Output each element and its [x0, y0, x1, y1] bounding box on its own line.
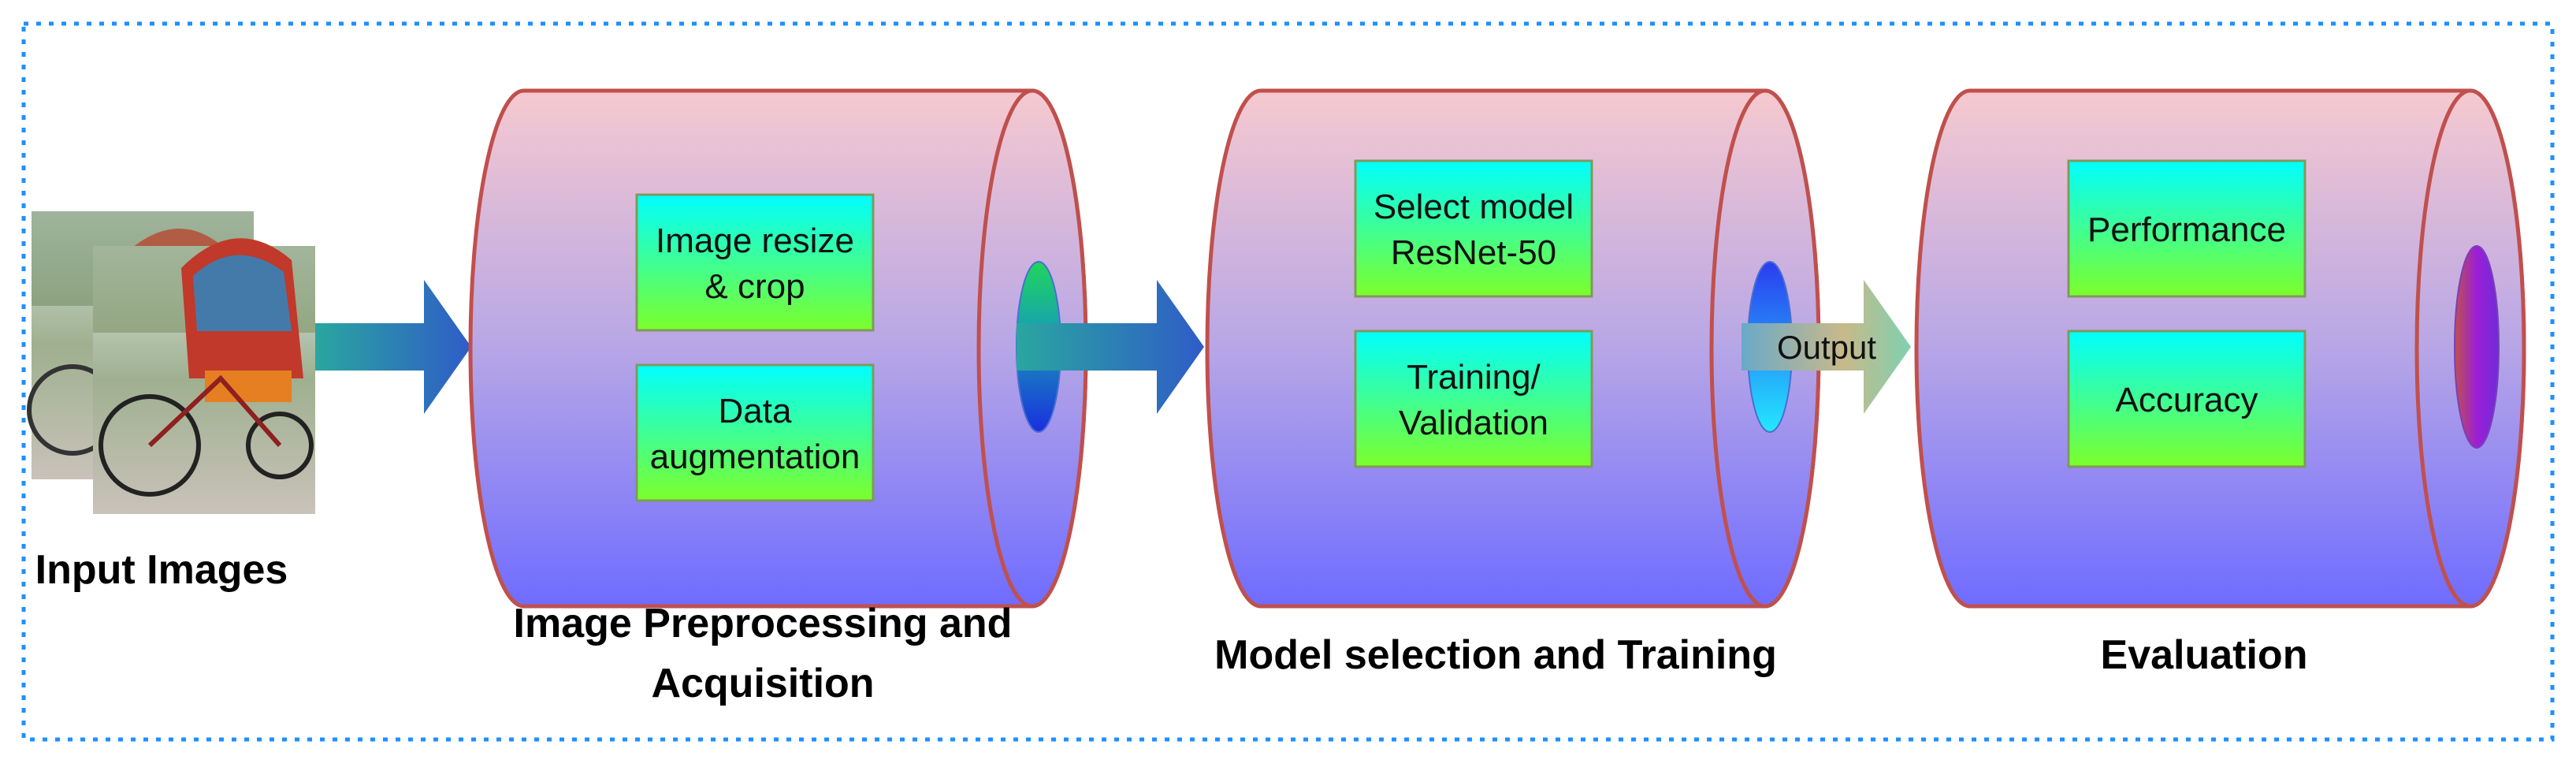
box-accuracy: Accuracy: [2067, 330, 2307, 468]
stage-evaluation: Performance Accuracy Evaluation: [1914, 88, 2526, 678]
stage-title: Image Preprocessing and: [514, 601, 1013, 646]
box-performance: Performance: [2067, 159, 2307, 298]
arrow-preprocessing-to-training: [1017, 280, 1204, 414]
stage-title: Acquisition: [651, 661, 874, 706]
box-label: Image resize: [656, 222, 854, 260]
stage-model-training: Select model ResNet-50 Training/ Validat…: [1205, 88, 1821, 678]
arrow-output: Output: [1741, 280, 1911, 414]
stage-title: Evaluation: [2101, 632, 2308, 678]
box-label: Select model: [1373, 188, 1574, 226]
arrow-input-to-preprocessing: [315, 280, 471, 414]
outer-frame: [21, 21, 2555, 742]
box-data-augmentation: Data augmentation: [635, 363, 875, 502]
box-label: Training/: [1407, 358, 1541, 397]
box-label: Performance: [2087, 210, 2286, 249]
box-label: Accuracy: [2116, 381, 2258, 419]
box-select-model: Select model ResNet-50: [1354, 159, 1593, 298]
output-label: Output: [1777, 329, 1876, 366]
box-label: Validation: [1399, 404, 1548, 442]
cylinder-port: [2454, 245, 2500, 449]
input-images-label: Input Images: [35, 547, 288, 593]
box-training-validation: Training/ Validation: [1354, 330, 1593, 468]
box-label: Data: [719, 392, 792, 430]
stage-title: Model selection and Training: [1214, 632, 1777, 678]
box-label: augmentation: [650, 438, 861, 476]
box-label: ResNet-50: [1391, 233, 1556, 272]
box-label: & crop: [704, 267, 805, 306]
stage-preprocessing: Image resize & crop Data augmentation Im…: [468, 88, 1088, 706]
box-image-resize: Image resize & crop: [635, 193, 875, 332]
input-photo-front: [93, 238, 315, 514]
input-images: Input Images: [27, 211, 315, 593]
